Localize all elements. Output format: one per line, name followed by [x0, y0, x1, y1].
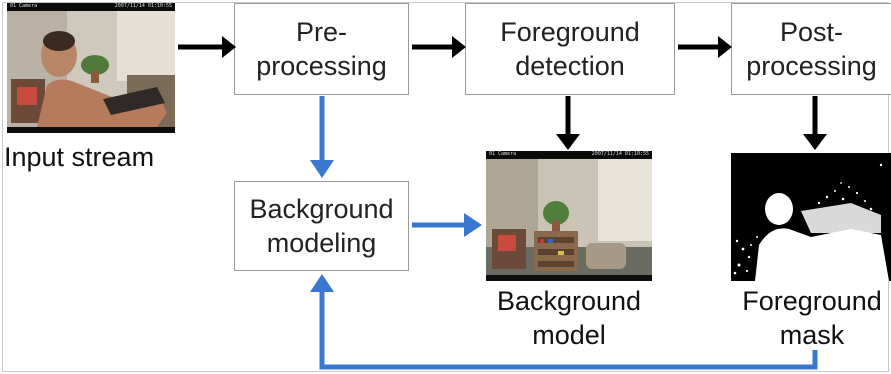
background-frame-drawing [486, 151, 652, 281]
mask-frame-drawing [731, 153, 891, 281]
background-model-label: Background model [496, 286, 642, 350]
background-modeling-label: Background modeling [249, 194, 394, 258]
arrowhead-postprocessing-to-mask [803, 134, 827, 150]
preprocessing-label: Pre- processing [256, 17, 387, 81]
foreground-mask-label: Foreground mask [742, 286, 882, 350]
arrow-feedback-mask-to-modeling [319, 290, 818, 370]
arrowhead-preprocessing-to-detection [452, 36, 466, 58]
input-frame-drawing [7, 3, 175, 133]
arrowhead-preprocessing-to-modeling [310, 160, 334, 178]
foreground-detection-label: Foreground detection [500, 17, 640, 81]
arrowhead-feedback-to-modeling [310, 274, 334, 292]
background-modeling-box: Background modeling [234, 181, 409, 271]
arrowhead-input-to-preprocessing [222, 36, 236, 58]
foreground-mask-image [731, 153, 891, 281]
postprocessing-label: Post- processing [746, 17, 877, 81]
arrowhead-modeling-to-background-model [464, 213, 482, 237]
postprocessing-box: Post- processing [731, 3, 891, 95]
preprocessing-box: Pre- processing [234, 3, 409, 95]
input-stream-label: Input stream [4, 142, 155, 172]
arrowhead-detection-to-background-model [556, 134, 580, 150]
arrowhead-detection-to-postprocessing [718, 36, 732, 58]
foreground-detection-box: Foreground detection [465, 3, 675, 95]
